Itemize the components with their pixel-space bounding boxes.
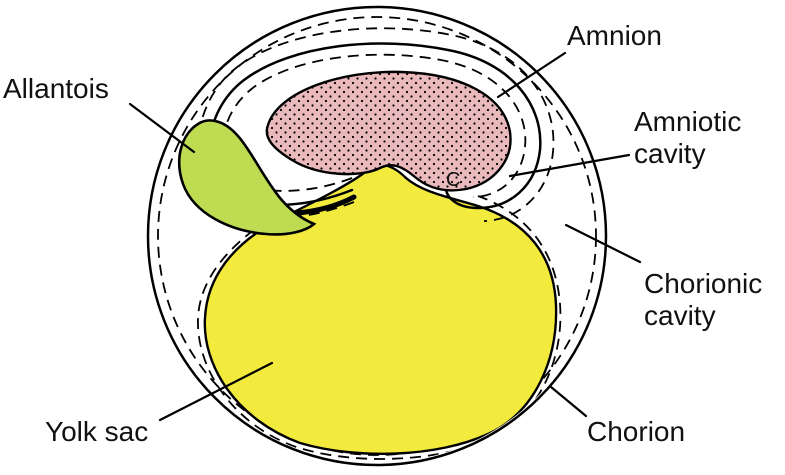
- label-chorionic-cavity-line2: cavity: [644, 300, 716, 331]
- label-chorionic-cavity-line1: Chorionic: [644, 268, 762, 299]
- label-allantois: Allantois: [3, 73, 109, 104]
- chorion-outline: [146, 5, 608, 467]
- leader-line-yolk-sac: [158, 361, 274, 422]
- leader-line-amnion: [496, 51, 567, 99]
- yolk-sac-dashed-line: [197, 195, 562, 460]
- label-amniotic-cavity-line2: cavity: [634, 138, 706, 169]
- leader-line-amniotic-cavity: [508, 153, 631, 178]
- label-amniotic-cavity-line1: Amniotic: [634, 106, 741, 137]
- label-yolk-sac: Yolk sac: [45, 416, 148, 447]
- leader-line-chorion: [549, 385, 588, 418]
- label-amnion: Amnion: [567, 20, 662, 51]
- embryo-stipple: [266, 71, 511, 191]
- leader-line-chorionic-cavity: [564, 223, 642, 264]
- leader-line-allantois: [128, 102, 196, 154]
- label-chorion: Chorion: [587, 416, 685, 447]
- allantois-shape: [178, 119, 317, 236]
- embryo-curl-label: C: [446, 169, 460, 191]
